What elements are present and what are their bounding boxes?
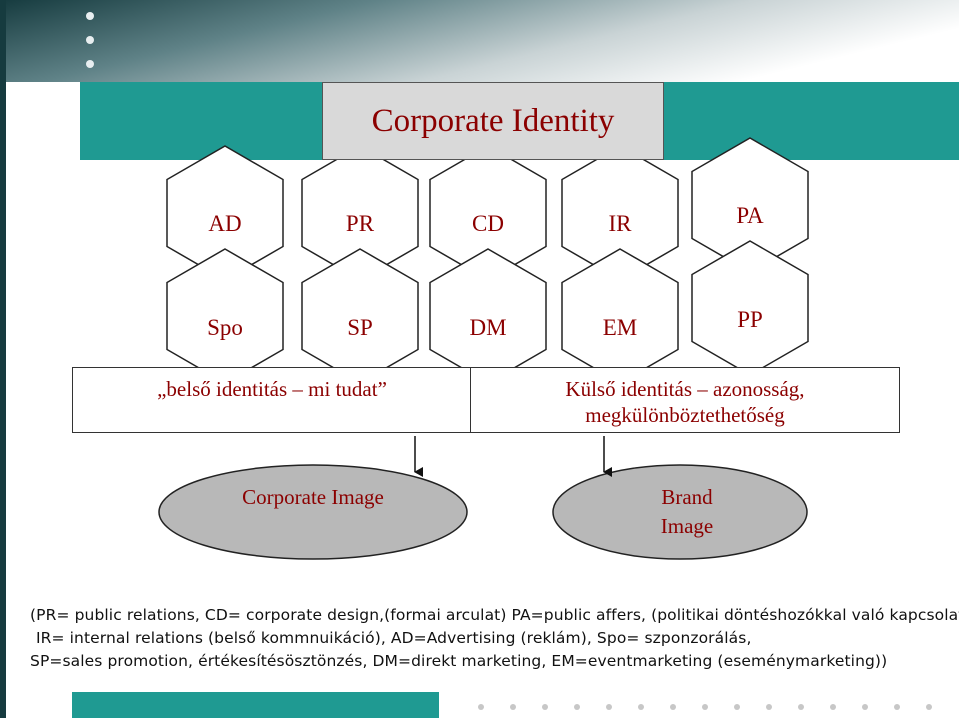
footer-dot xyxy=(510,704,516,710)
footer-dot xyxy=(542,704,548,710)
teal-footer-bar xyxy=(72,692,439,718)
footer-dot xyxy=(862,704,868,710)
hex-label-dm: DM xyxy=(469,315,507,340)
oval-brand-image xyxy=(552,464,808,560)
footer-dot xyxy=(638,704,644,710)
footer-dot xyxy=(574,704,580,710)
footer-dot xyxy=(830,704,836,710)
hex-label-ad: AD xyxy=(208,211,242,236)
diagram-title: Corporate Identity xyxy=(371,102,615,139)
band-right-line-2: megkülönböztethetőség xyxy=(585,403,785,427)
oval-right-line-1: Brand xyxy=(661,485,713,509)
hex-label-spo: Spo xyxy=(207,315,243,340)
hex-label-sp: SP xyxy=(347,315,373,340)
band-right xyxy=(470,367,900,433)
oval-corporate-image xyxy=(158,464,468,560)
hex-label-ir: IR xyxy=(608,211,632,236)
footer-dot xyxy=(670,704,676,710)
footer-dot xyxy=(478,704,484,710)
oval-left-text: Corporate Image xyxy=(242,485,384,509)
footer-dot xyxy=(606,704,612,710)
hex-label-pa: PA xyxy=(736,203,764,228)
hex-label-pp: PP xyxy=(737,307,763,332)
hex-label-em: EM xyxy=(602,315,638,340)
hex-label-cd: CD xyxy=(472,211,504,236)
top-bullet-3 xyxy=(86,60,94,68)
header-gradient-background xyxy=(0,0,959,82)
top-bullet-2 xyxy=(86,36,94,44)
hex-label-pr: PR xyxy=(345,211,375,236)
footer-dot xyxy=(766,704,772,710)
band-left xyxy=(72,367,472,433)
band-right-line-1: Külső identitás – azonosság, xyxy=(565,377,805,401)
left-dark-edge xyxy=(0,0,6,718)
band-left-text: „belső identitás – mi tudat” xyxy=(157,377,387,401)
footer-dot xyxy=(798,704,804,710)
band-right-text: Külső identitás – azonosság, megkülönböz… xyxy=(470,376,900,428)
oval-right-line-2: Image xyxy=(660,514,714,538)
footer-dot xyxy=(894,704,900,710)
oval-right-text: Brand Image xyxy=(553,483,821,541)
footer-dot xyxy=(702,704,708,710)
footer-dot xyxy=(734,704,740,710)
note-line-2: IR= internal relations (belső kommnuikác… xyxy=(36,629,752,647)
footer-dot xyxy=(926,704,932,710)
note-line-1: (PR= public relations, CD= corporate des… xyxy=(30,606,959,624)
top-bullet-1 xyxy=(86,12,94,20)
title-box: Corporate Identity xyxy=(322,82,664,160)
note-line-3: SP=sales promotion, értékesítésösztönzés… xyxy=(30,652,888,670)
hexagon-grid xyxy=(166,137,809,384)
